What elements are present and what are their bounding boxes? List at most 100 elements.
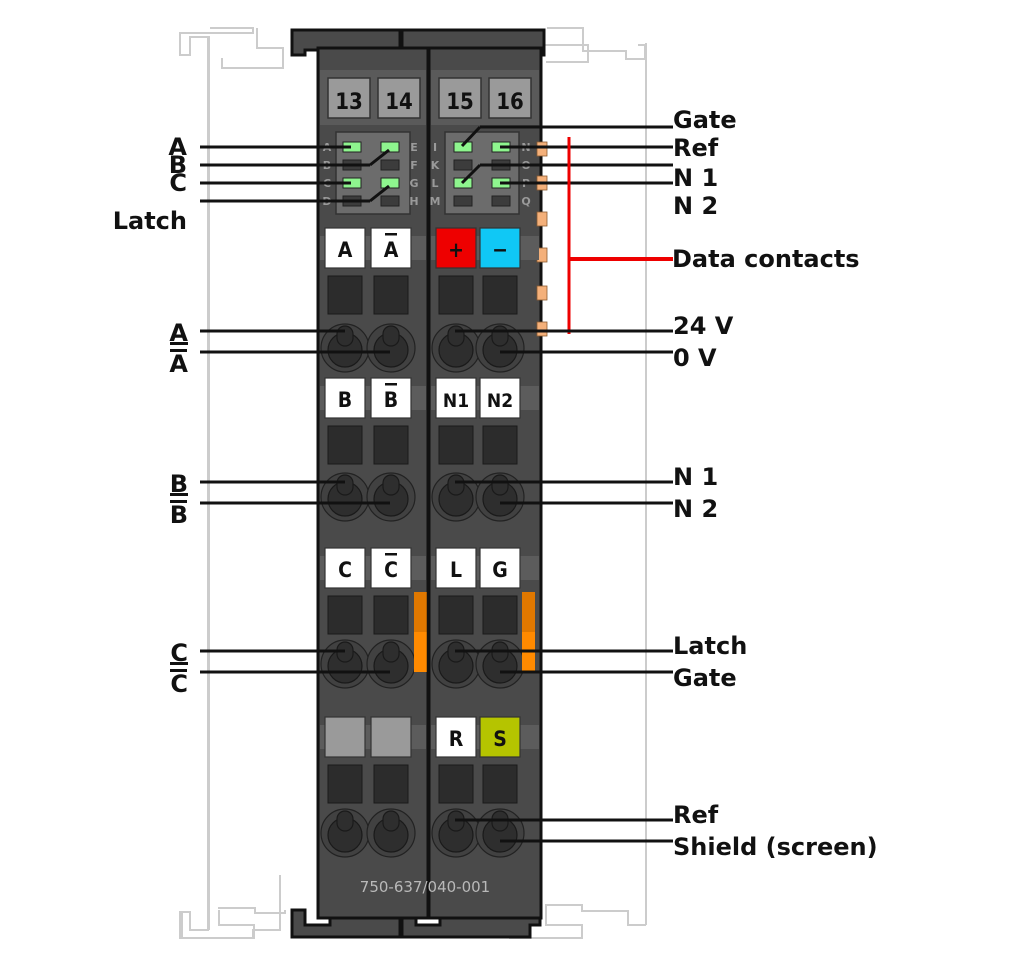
rail-top-mid — [545, 44, 589, 63]
led-F — [380, 159, 400, 171]
terminal-slot — [382, 810, 400, 832]
callout-label: A — [169, 319, 188, 347]
led-I — [453, 141, 473, 153]
callout-label: N 2 — [673, 495, 718, 523]
led-leader-bend — [460, 125, 482, 148]
push-button — [373, 764, 409, 804]
push-button — [438, 595, 474, 635]
callout-label: B — [170, 501, 188, 529]
led-letter: K — [431, 159, 440, 172]
callout-label: B — [170, 470, 188, 498]
marker-C — [324, 547, 366, 589]
orange-slide-bottom — [414, 632, 427, 672]
terminal-slot — [336, 325, 354, 347]
callout-label: A — [168, 133, 187, 161]
overbar — [385, 233, 397, 236]
push-button — [438, 275, 474, 315]
callout-label: C — [170, 670, 188, 698]
marker-S — [479, 716, 521, 758]
callout-label: C — [169, 169, 187, 197]
channel-tab-label: 14 — [385, 90, 413, 115]
led-letter: F — [410, 159, 418, 172]
data-contact-3 — [536, 211, 548, 227]
marker-N1 — [435, 377, 477, 419]
marker-label: L — [450, 558, 462, 582]
led-leader-bend — [460, 163, 482, 185]
label-overbar — [170, 349, 187, 352]
marker-label: B — [384, 388, 398, 412]
callout-label: N 1 — [673, 164, 718, 192]
led-leader-bend — [369, 148, 390, 167]
marker-N2 — [479, 377, 521, 419]
marker-blank — [370, 716, 412, 758]
marker-A — [324, 227, 366, 269]
channel-tab-14 — [377, 77, 421, 119]
led-leader-bend — [369, 184, 390, 203]
callout-label: B — [169, 151, 187, 179]
data-contact-6 — [536, 321, 548, 337]
led-letter: Q — [521, 195, 530, 208]
push-button — [482, 425, 518, 465]
led-letter: G — [409, 177, 418, 190]
marker-blank — [324, 716, 366, 758]
led-letter: M — [430, 195, 441, 208]
channel-tab-label: 15 — [446, 90, 474, 115]
callout-label: N 2 — [673, 192, 718, 220]
push-button — [438, 764, 474, 804]
led-G — [380, 177, 400, 189]
label-overbar — [170, 500, 187, 503]
led-letter: I — [433, 141, 437, 154]
marker-L — [435, 547, 477, 589]
terminal-slot — [336, 810, 354, 832]
led-letter: E — [410, 141, 418, 154]
terminal-slot — [336, 474, 354, 496]
rail-bottom-left — [218, 907, 286, 914]
push-button — [327, 425, 363, 465]
marker-G — [479, 547, 521, 589]
marker-B — [324, 377, 366, 419]
channel-tab-label: 16 — [496, 90, 524, 115]
push-button — [373, 595, 409, 635]
callout-label: Gate — [673, 664, 737, 692]
label-separator — [170, 662, 188, 665]
callout-label: Data contacts — [672, 245, 860, 273]
rail-bottom-left-hook — [181, 910, 255, 939]
callout-label: 0 V — [673, 344, 717, 372]
marker-label: C — [338, 558, 352, 582]
led-K — [453, 159, 473, 171]
rail-top-right — [547, 27, 646, 60]
push-button — [482, 275, 518, 315]
push-button — [482, 595, 518, 635]
led-E — [380, 141, 400, 153]
data-contact-5 — [536, 285, 548, 301]
marker-label: A — [384, 238, 399, 262]
terminal-slot — [382, 641, 400, 663]
marker-label: G — [492, 558, 508, 582]
channel-tab-label: 13 — [335, 90, 363, 115]
channel-tab-16 — [488, 77, 532, 119]
channel-tab-15 — [438, 77, 482, 119]
push-button — [482, 764, 518, 804]
marker-R — [435, 716, 477, 758]
channel-tab-13 — [327, 77, 371, 119]
callout-label: A — [169, 350, 188, 378]
push-button — [373, 425, 409, 465]
label-overbar — [170, 669, 187, 672]
label-separator — [170, 493, 188, 496]
marker-+ — [435, 227, 477, 269]
overbar — [385, 553, 397, 556]
push-button — [327, 275, 363, 315]
callout-label: 24 V — [673, 312, 734, 340]
callout-label: Ref — [673, 801, 719, 829]
marker-label: − — [492, 238, 508, 262]
terminal-slot — [382, 325, 400, 347]
orange-slide-top — [522, 592, 535, 632]
led-letter: L — [431, 177, 438, 190]
orange-slide-top — [414, 592, 427, 632]
callout-label: N 1 — [673, 463, 718, 491]
overbar — [385, 383, 397, 386]
led-H — [380, 195, 400, 207]
marker-label: A — [338, 238, 353, 262]
